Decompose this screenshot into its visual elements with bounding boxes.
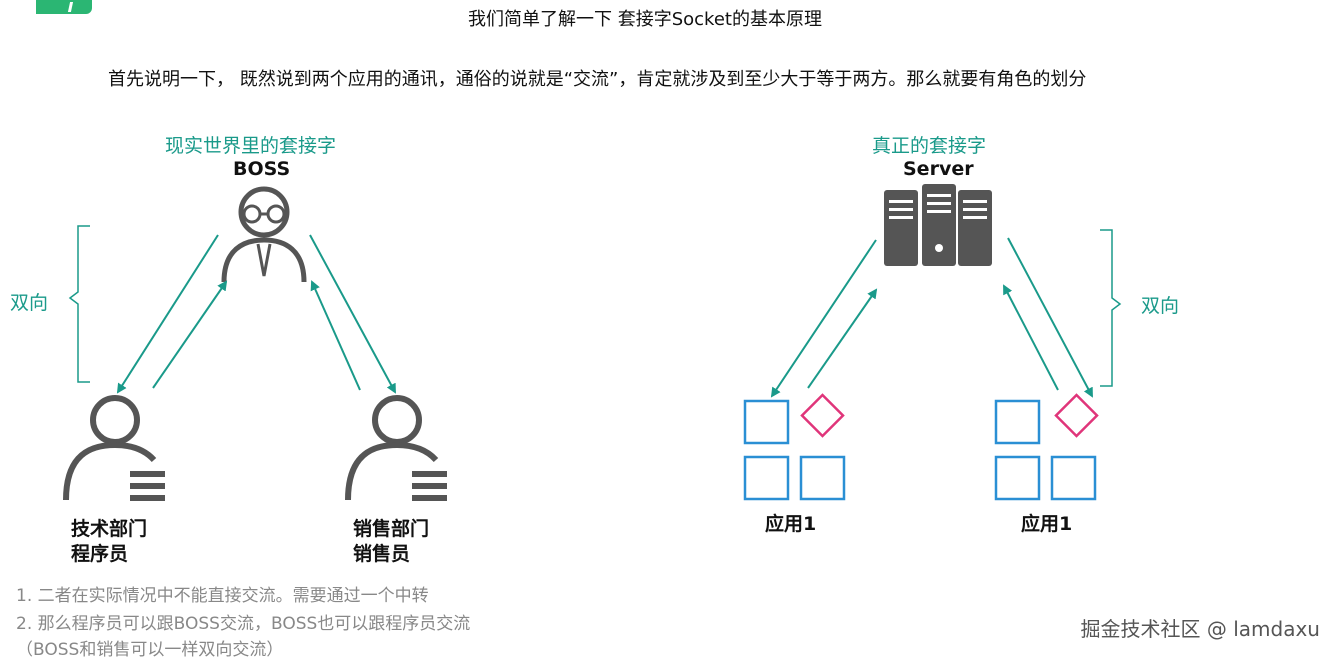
note-2: 2. 那么程序员可以跟BOSS交流，BOSS也可以跟程序员交流 <box>16 614 471 634</box>
left-caption: 现实世界里的套接字 <box>165 135 337 157</box>
boss-icon <box>221 186 307 283</box>
right-brace <box>1100 229 1122 387</box>
page-title: 我们简单了解一下 套接字Socket的基本原理 <box>468 9 822 30</box>
server-icon <box>884 184 992 266</box>
section-tab <box>36 0 92 14</box>
app-icon-right <box>994 393 1099 501</box>
programmer-icon <box>63 395 165 501</box>
left-brace <box>68 225 90 383</box>
right-bidirectional-label: 双向 <box>1141 295 1180 317</box>
programmer-dept: 技术部门 <box>71 518 148 540</box>
app-label-left: 应用1 <box>765 513 817 535</box>
sales-role: 销售员 <box>353 543 411 565</box>
note-3: （BOSS和销售可以一样双向交流） <box>16 640 284 660</box>
boss-label: BOSS <box>233 158 291 180</box>
note-1: 1. 二者在实际情况中不能直接交流。需要通过一个中转 <box>16 586 429 606</box>
app-label-right: 应用1 <box>1021 513 1073 535</box>
sales-label: 销售部门 销售员 <box>353 517 429 567</box>
sales-icon <box>345 395 447 501</box>
programmer-role: 程序员 <box>71 543 129 565</box>
intro-text: 首先说明一下， 既然说到两个应用的通讯，通俗的说就是“交流”，肯定就涉及到至少大… <box>108 69 1087 90</box>
left-arrows <box>116 234 396 394</box>
right-arrows <box>770 237 1093 398</box>
programmer-label: 技术部门 程序员 <box>71 517 147 567</box>
footer-credit: 掘金技术社区 @ lamdaxu <box>1080 617 1320 641</box>
left-bidirectional-label: 双向 <box>10 292 49 314</box>
sales-dept: 销售部门 <box>353 518 430 540</box>
server-label: Server <box>903 158 974 180</box>
app-icon-left <box>743 393 846 501</box>
right-caption: 真正的套接字 <box>872 135 987 157</box>
